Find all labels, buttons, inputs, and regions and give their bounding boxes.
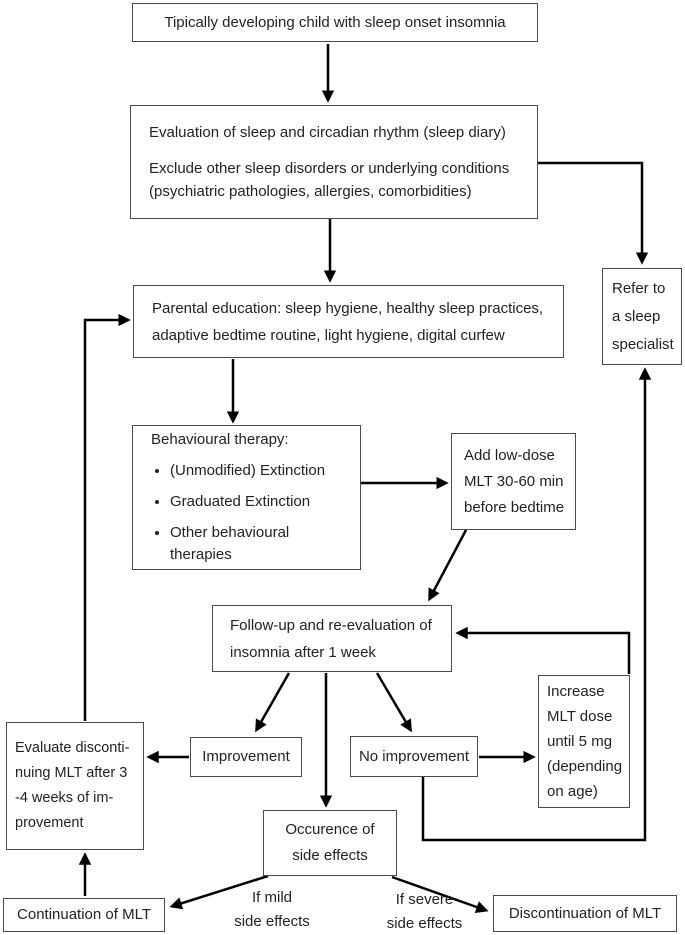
label-severe-side-effects: If severe side effects [386,891,463,932]
box-followup: Follow-up and re-evaluation of insomnia … [212,605,452,672]
box-evaluate-discontinuing: Evaluate disconti- nuing MLT after 3 -4 … [6,722,144,850]
improvement-label: Improvement [202,748,290,765]
behavioural-therapy-title: Behavioural therapy: [151,431,289,448]
behavioural-therapy-item: Graduated Extinction [170,491,350,513]
box-behavioural-therapy: Behavioural therapy: (Unmodified) Extinc… [132,425,361,570]
box-discontinuation-mlt: Discontinuation of MLT [493,895,677,932]
add-mlt-label: Add low-dose MLT 30-60 min before bedtim… [464,446,565,516]
behavioural-therapy-item: (Unmodified) Extinction [170,460,350,482]
box-start-label: Tipically developing child with sleep on… [164,13,506,31]
evaluation-line2: Exclude other sleep disorders or underly… [149,160,510,200]
no-improvement-label: No improvement [358,747,470,765]
box-start: Tipically developing child with sleep on… [132,3,538,42]
box-evaluation: Evaluation of sleep and circadian rhythm… [130,105,538,219]
box-no-improvement: No improvement [350,736,478,777]
box-increase-mlt: Increase MLT dose until 5 mg (depending … [538,675,630,808]
arrow-followup-to-improvement [255,672,291,733]
parental-education-label: Parental education: sleep hygiene, healt… [152,299,544,344]
arrow-followup-to-noimprovement [375,672,412,733]
continuation-mlt-label: Continuation of MLT [17,906,151,923]
box-parental-education: Parental education: sleep hygiene, healt… [133,285,564,358]
arrow-increase-to-followup [455,626,631,674]
box-add-mlt: Add low-dose MLT 30-60 min before bedtim… [451,433,576,530]
arrow-sideeffects-to-discontinuation [391,875,489,913]
box-improvement: Improvement [190,737,302,777]
arrow-evaluate-to-parental-loop [83,313,131,721]
behavioural-therapy-item: Other behavioural therapies [170,522,350,566]
followup-label: Follow-up and re-evaluation of insomnia … [230,616,432,661]
increase-mlt-label: Increase MLT dose until 5 mg (depending … [547,683,623,800]
behavioural-therapy-list: (Unmodified) Extinction Graduated Extinc… [151,451,350,566]
box-refer-specialist: Refer to a sleep specialist [602,268,682,365]
evaluation-line1: Evaluation of sleep and circadian rhythm… [149,124,506,141]
arrow-addmlt-to-followup [428,529,468,602]
box-continuation-mlt: Continuation of MLT [3,898,165,932]
evaluate-discontinuing-label: Evaluate disconti- nuing MLT after 3 -4 … [15,740,130,831]
box-side-effects: Occurence of side effects [263,810,397,876]
arrow-sideeffects-to-continuation [169,874,269,910]
arrow-evaluation-to-refer [538,161,649,265]
arrow-noimprovement-to-refer [421,367,652,842]
side-effects-label: Occurence of side effects [285,821,375,864]
discontinuation-mlt-label: Discontinuation of MLT [508,904,662,922]
refer-specialist-label: Refer to a sleep specialist [612,279,674,353]
label-mild-side-effects: If mild side effects [234,889,310,930]
